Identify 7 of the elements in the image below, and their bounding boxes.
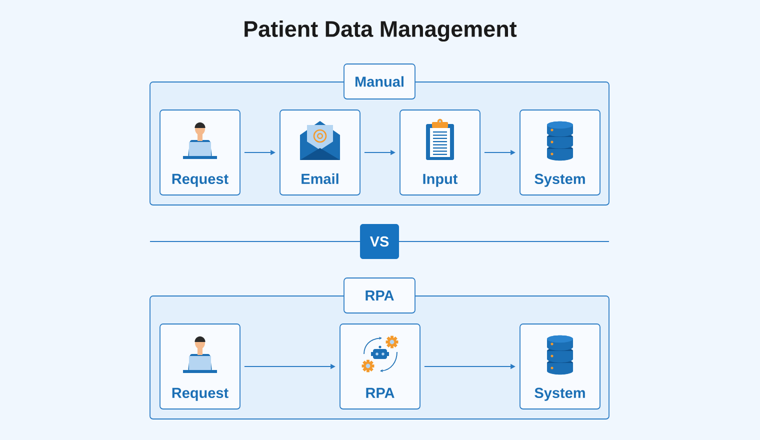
step-card: RPA	[340, 324, 420, 410]
heading-tab: Manual	[344, 64, 416, 100]
heading-tab: RPA	[344, 278, 416, 314]
step-card: Request	[160, 110, 240, 196]
step-card: Request	[160, 324, 240, 410]
title: Patient Data Management	[244, 20, 517, 42]
vs-badge: VS	[360, 224, 399, 259]
